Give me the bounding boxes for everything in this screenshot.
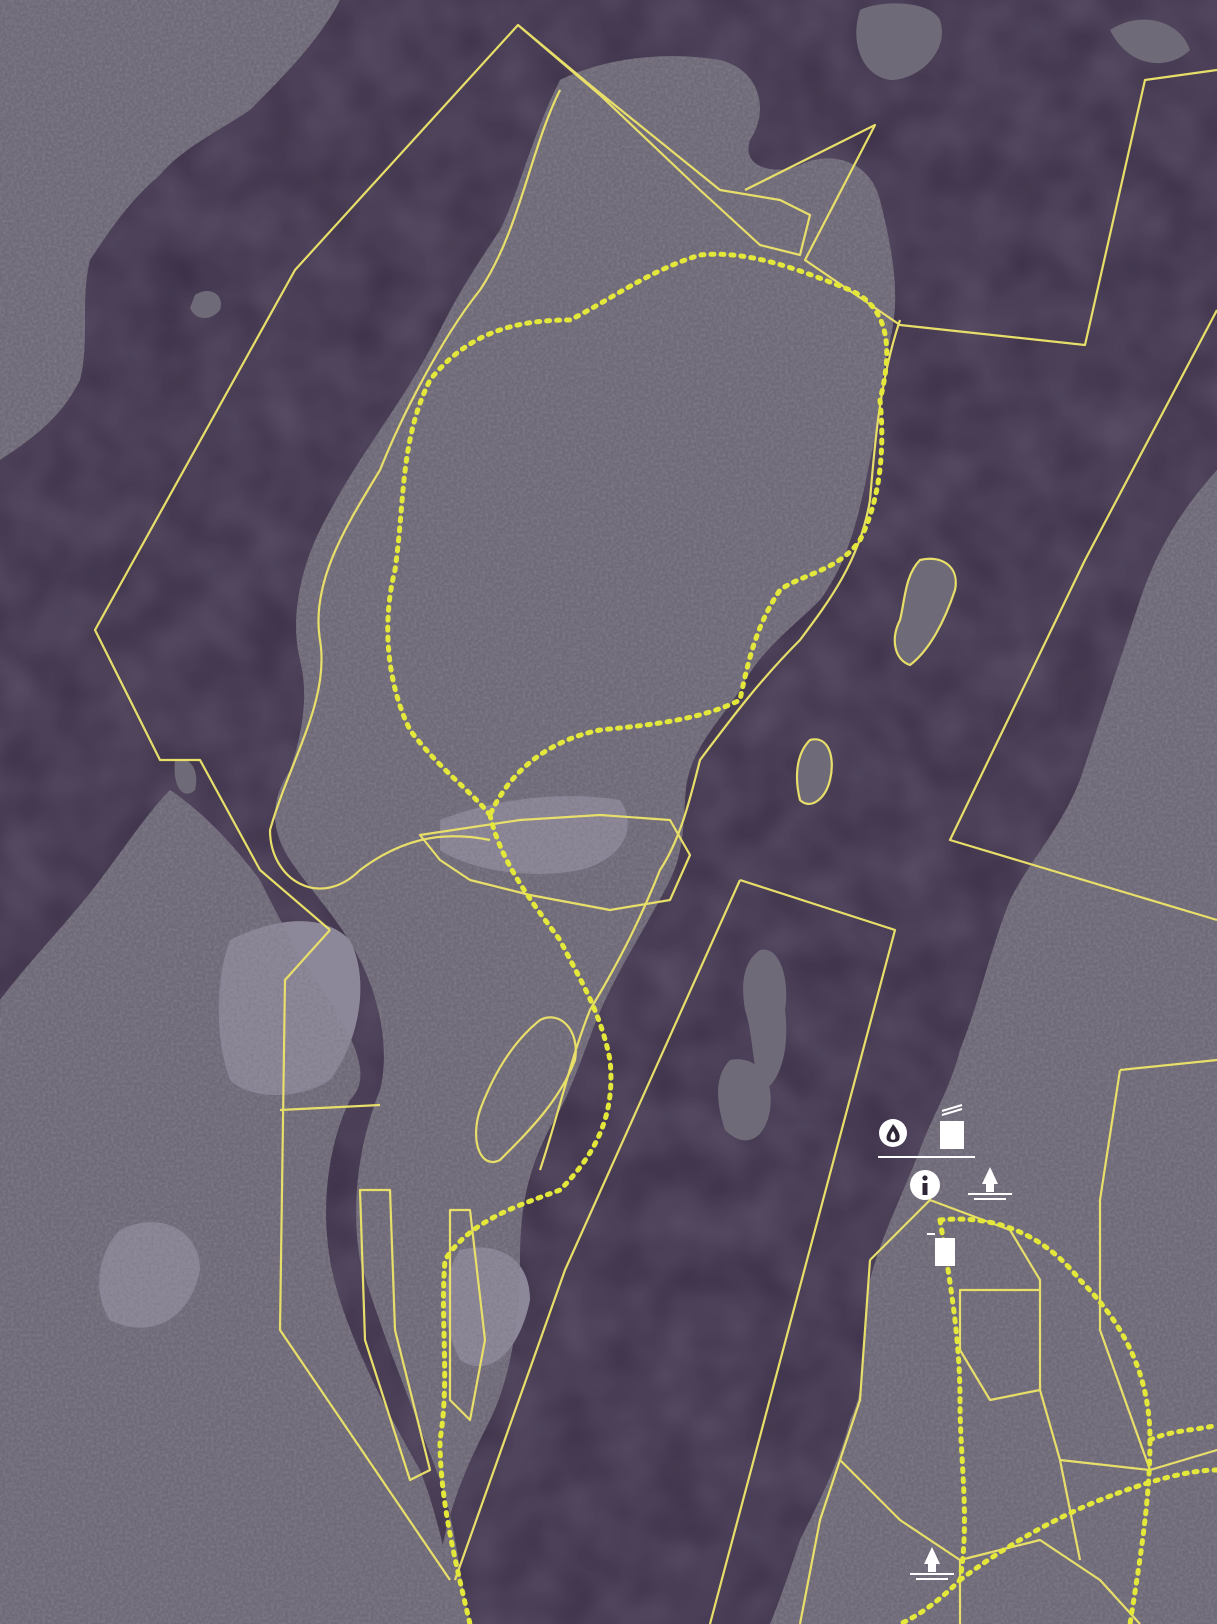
trails <box>385 251 1217 1624</box>
zone-east <box>948 309 1217 922</box>
zone-small-islet-outline <box>795 738 833 805</box>
zone-central-island-east-edge <box>538 319 902 1171</box>
zone-inner-strip <box>358 1188 432 1482</box>
zone-boundaries <box>93 23 1217 1624</box>
land-west-rock <box>174 759 197 794</box>
zone-inner-field-2 <box>475 1016 577 1163</box>
information-icon[interactable] <box>910 1170 940 1200</box>
zone-inner-strip-2 <box>448 1208 487 1422</box>
zone-northeast <box>744 68 1217 347</box>
land-west-islet <box>190 290 221 319</box>
trail-southeast-east <box>1147 1422 1217 1443</box>
toilet-icon[interactable] <box>940 1104 964 1149</box>
trail-south-descent <box>437 812 614 1624</box>
land-channel-islet-3 <box>743 949 787 1090</box>
campsite-tent-icon[interactable] <box>910 1547 954 1580</box>
land-channel-islet-2 <box>797 739 832 804</box>
trail-island-loop <box>385 251 890 818</box>
trail-southeast-spur <box>897 1217 967 1624</box>
land-north-islet <box>856 3 942 80</box>
zone-west-lowland <box>278 929 451 1581</box>
zone-central-channel <box>453 878 897 1624</box>
zone-inner-field-1 <box>418 813 692 912</box>
trail-southeast-cross <box>957 1467 1217 1583</box>
toilet-icon[interactable] <box>927 1233 955 1266</box>
land-northeast-islet <box>1110 19 1190 64</box>
land-channel-islet-4 <box>718 1059 771 1141</box>
campsite-tent-icon[interactable] <box>968 1167 1012 1200</box>
land-channel-islet-1 <box>894 558 956 665</box>
zone-southeast-network <box>798 1058 1217 1624</box>
campfire-icon[interactable] <box>879 1119 907 1147</box>
zone-northwest <box>93 23 812 931</box>
trail-southeast-loop <box>937 1216 1153 1624</box>
zone-central-island-edge <box>268 89 561 890</box>
zone-east-islet-outline <box>893 557 957 667</box>
poi-icons <box>878 1104 1012 1580</box>
